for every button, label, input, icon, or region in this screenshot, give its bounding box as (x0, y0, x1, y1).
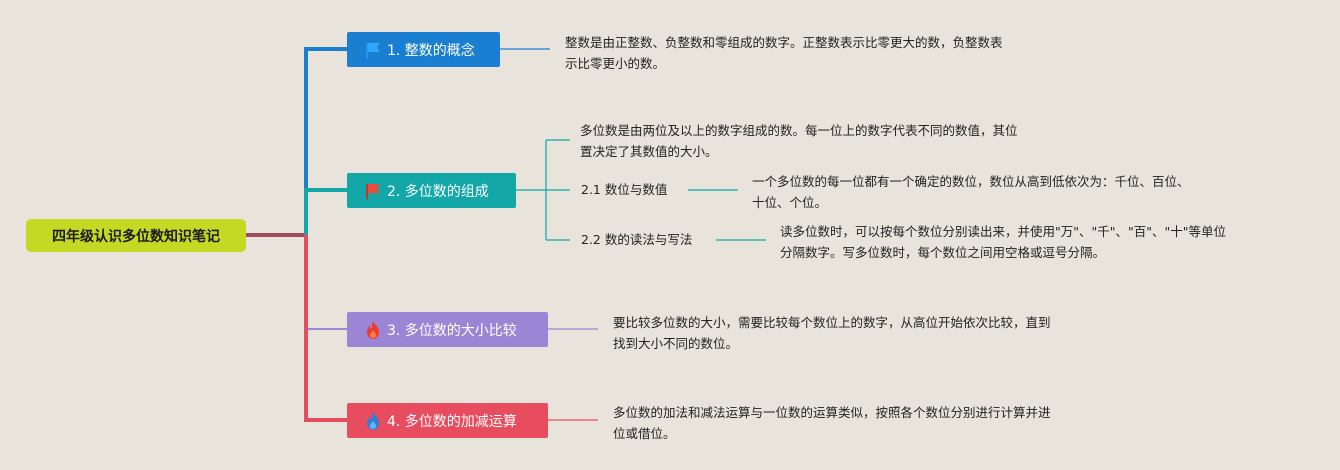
topic-2-label: 2. 多位数的组成 (387, 183, 489, 200)
note-line: 找到大小不同的数位。 (613, 336, 739, 351)
subtopic-2-2-note: 读多位数时，可以按每个数位分别读出来，并使用"万"、"千"、"百"、"十"等单位… (780, 221, 1226, 263)
topic-4-label: 4. 多位数的加减运算 (387, 413, 517, 430)
topic-1-label: 1. 整数的概念 (387, 42, 475, 59)
sub-connector-2 (516, 139, 570, 241)
note-line: 要比较多位数的大小，需要比较每个数位上的数字，从高位开始依次比较，直到 (613, 315, 1051, 330)
branch-topic-1 (304, 47, 347, 235)
note-line: 多位数的加法和减法运算与一位数的运算类似，按照各个数位分别进行计算并进 (613, 405, 1051, 420)
subtopic-2-1-label: 2.1 数位与数值 (581, 182, 668, 197)
note-line: 多位数是由两位及以上的数字组成的数。每一位上的数字代表不同的数值，其位 (580, 123, 1018, 138)
topic-1-note: 整数是由正整数、负整数和零组成的数字。正整数表示比零更大的数，负整数表 示比零更… (565, 32, 1003, 74)
note-line: 一个多位数的每一位都有一个确定的数位，数位从高到低依次为：千位、百位、 (752, 174, 1190, 189)
branch-topic-3 (305, 235, 347, 330)
root-topic[interactable]: 四年级认识多位数知识笔记 (26, 219, 246, 252)
blue-fire-icon (363, 411, 383, 431)
topic-3[interactable]: 3. 多位数的大小比较 (347, 312, 548, 347)
note-line: 整数是由正整数、负整数和零组成的数字。正整数表示比零更大的数，负整数表 (565, 35, 1003, 50)
note-line: 位或借位。 (613, 426, 676, 441)
note-line: 置决定了其数值的大小。 (580, 144, 718, 159)
branch-topic-2 (304, 188, 347, 235)
topic-3-note: 要比较多位数的大小，需要比较每个数位上的数字，从高位开始依次比较，直到 找到大小… (613, 312, 1051, 354)
red-flag-icon (363, 181, 383, 201)
root-title: 四年级认识多位数知识笔记 (52, 228, 220, 245)
subtopic-2-2-label: 2.2 数的读法与写法 (581, 232, 693, 247)
topic-4-note: 多位数的加法和减法运算与一位数的运算类似，按照各个数位分别进行计算并进 位或借位… (613, 402, 1051, 444)
note-line: 分隔数字。写多位数时，每个数位之间用空格或逗号分隔。 (780, 245, 1106, 260)
note-line: 示比零更小的数。 (565, 56, 666, 71)
red-fire-icon (363, 320, 383, 340)
subtopic-2-2[interactable]: 2.2 数的读法与写法 (581, 230, 692, 250)
blue-flag-icon (363, 40, 383, 60)
topic-1[interactable]: 1. 整数的概念 (347, 32, 500, 67)
topic-2[interactable]: 2. 多位数的组成 (347, 173, 516, 208)
subtopic-2-1-note: 一个多位数的每一位都有一个确定的数位，数位从高到低依次为：千位、百位、 十位、个… (752, 171, 1190, 213)
subtopic-2-1[interactable]: 2.1 数位与数值 (581, 180, 667, 200)
topic-2-note: 多位数是由两位及以上的数字组成的数。每一位上的数字代表不同的数值，其位 置决定了… (580, 120, 1018, 162)
note-line: 十位、个位。 (752, 195, 828, 210)
topic-4[interactable]: 4. 多位数的加减运算 (347, 403, 548, 438)
note-line: 读多位数时，可以按每个数位分别读出来，并使用"万"、"千"、"百"、"十"等单位 (780, 224, 1226, 239)
topic-3-label: 3. 多位数的大小比较 (387, 322, 517, 339)
trunk-lower (304, 235, 347, 422)
